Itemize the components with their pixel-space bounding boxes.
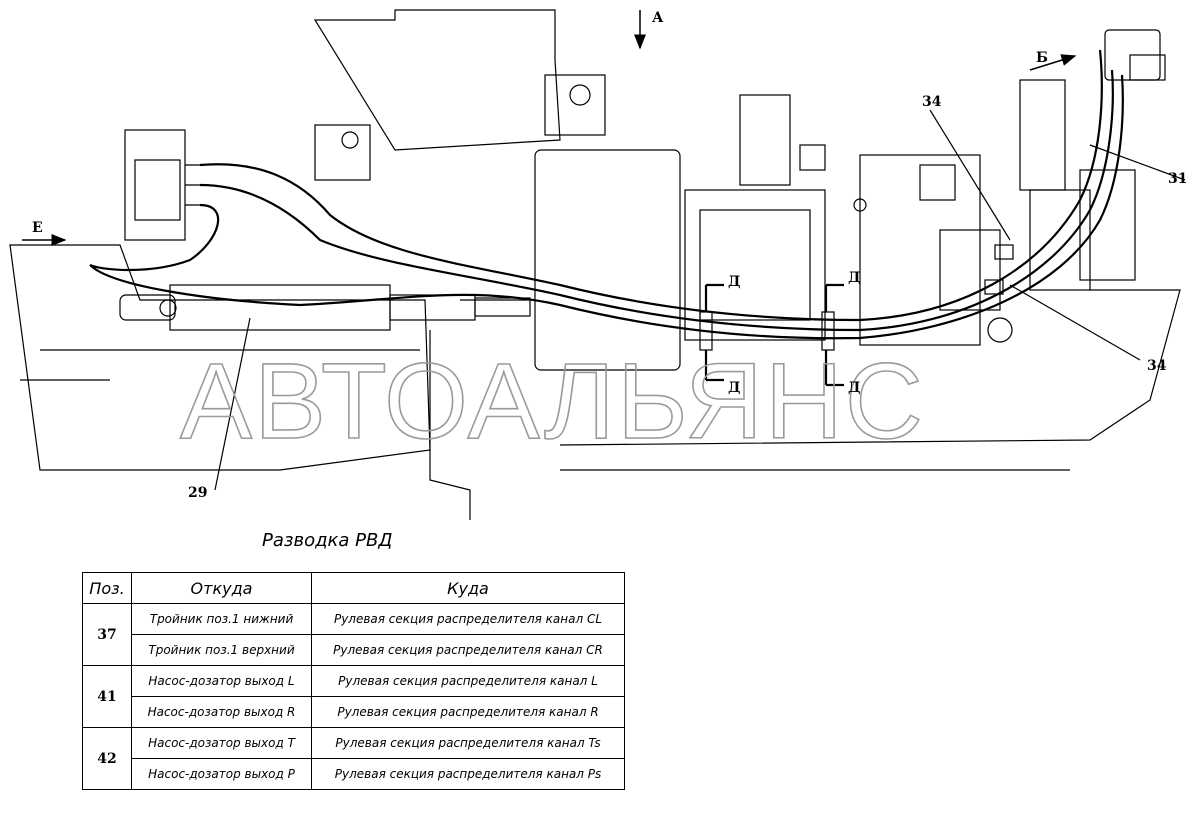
section-d-label-1: Д — [728, 274, 740, 290]
callout-34-bottom: 34 — [1147, 358, 1167, 374]
callout-29: 29 — [188, 485, 207, 501]
hose-upper — [199, 49, 1103, 322]
row-to: Рулевая секция распределителя канал R — [311, 696, 625, 728]
row-from: Насос-дозатор выход T — [131, 727, 312, 759]
row-to: Рулевая секция распределителя канал Ps — [311, 758, 625, 790]
view-b-label: Б — [1036, 50, 1048, 66]
steering-cylinder — [169, 284, 391, 331]
view-a-label: А — [652, 10, 664, 26]
watermark: АВТОАЛЬЯНС — [180, 340, 925, 461]
hose-middle — [199, 69, 1114, 332]
table-header-row: Поз. Откуда Куда — [82, 572, 625, 604]
header-pos: Поз. — [82, 572, 132, 604]
row-from: Насос-дозатор выход L — [131, 665, 312, 697]
section-d-label-4: Д — [848, 380, 860, 396]
row-to: Рулевая секция распределителя канал CL — [311, 603, 625, 635]
row-to: Рулевая секция распределителя канал L — [311, 665, 625, 697]
table-title: Разводка РВД — [262, 530, 393, 551]
table-row: 37 Тройник поз.1 нижний Рулевая секция р… — [82, 603, 625, 666]
row-from: Тройник поз.1 нижний — [131, 603, 312, 635]
header-to: Куда — [311, 572, 625, 604]
callout-31: 31 — [1168, 171, 1187, 187]
table-row: Насос-дозатор выход P Рулевая секция рас… — [83, 758, 625, 790]
hose-lower — [89, 74, 1124, 340]
row-from: Насос-дозатор выход R — [131, 696, 312, 728]
table-row: 42 Насос-дозатор выход T Рулевая секция … — [82, 727, 625, 790]
callout-34-top: 34 — [922, 94, 942, 110]
row-pos: 41 — [82, 665, 132, 728]
hose-routing-table: Поз. Откуда Куда 37 Тройник поз.1 нижний… — [82, 572, 625, 790]
frame-rail-right — [559, 289, 1181, 446]
gearbox-housing — [534, 149, 681, 371]
section-d-label-3: Д — [728, 380, 740, 396]
row-pos: 42 — [82, 727, 132, 790]
frame-rail-left — [9, 244, 431, 471]
hose-routing-drawing: АВТОАЛЬЯНС А Б Е Д Д Д Д 29 31 34 34 — [9, 9, 1187, 520]
section-d-label-2: Д — [848, 270, 860, 286]
metering-block — [124, 129, 186, 241]
row-from: Тройник поз.1 верхний — [131, 634, 312, 666]
row-to: Рулевая секция распределителя канал Ts — [311, 727, 625, 759]
row-to: Рулевая секция распределителя канал CR — [311, 634, 625, 666]
view-e-label: Е — [32, 220, 43, 236]
row-pos: 37 — [82, 603, 132, 666]
table-row: Тройник поз.1 верхний Рулевая секция рас… — [83, 634, 625, 666]
cab-block — [313, 9, 561, 151]
table-row: 41 Насос-дозатор выход L Рулевая секция … — [82, 665, 625, 728]
table-row: Насос-дозатор выход R Рулевая секция рас… — [83, 696, 625, 728]
header-from: Откуда — [131, 572, 312, 604]
row-from: Насос-дозатор выход P — [131, 758, 312, 790]
